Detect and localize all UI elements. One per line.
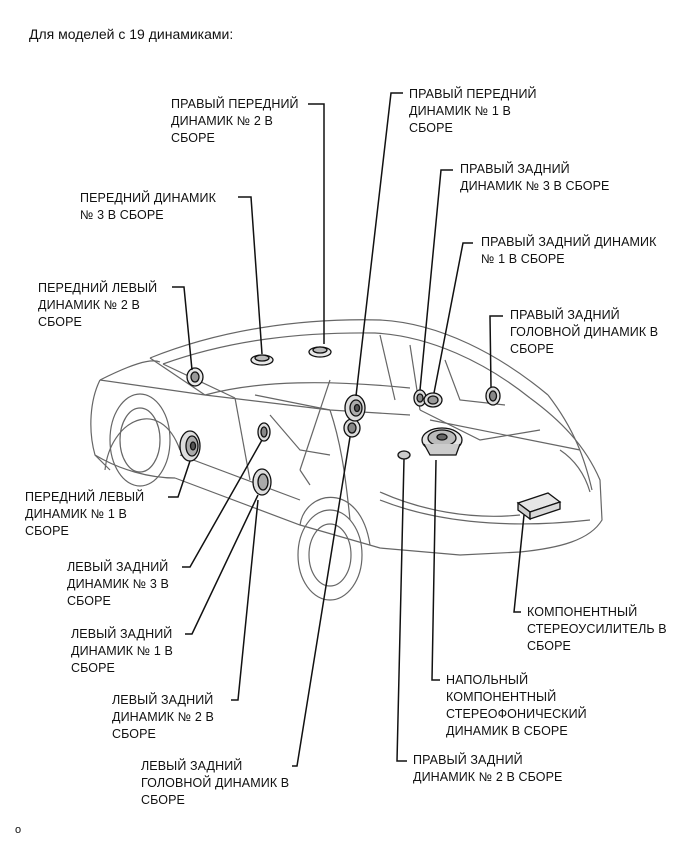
label-front-left-speaker-1: ПЕРЕДНИЙ ЛЕВЫЙ ДИНАМИК № 1 В СБОРЕ (25, 490, 145, 538)
speaker-rear-left-1 (252, 468, 272, 496)
label-rear-right-speaker-2: ПРАВЫЙ ЗАДНИЙ ДИНАМИК № 2 В СБОРЕ (413, 753, 563, 784)
speaker-rear-right-head (485, 386, 501, 406)
label-front-right-speaker-2: ПРАВЫЙ ПЕРЕДНИЙ ДИНАМИК № 2 В СБОРЕ (171, 97, 299, 145)
speaker-front-3 (308, 346, 332, 358)
label-rear-left-speaker-2: ЛЕВЫЙ ЗАДНИЙ ДИНАМИК № 2 В СБОРЕ (112, 693, 214, 741)
footnote-mark: o (15, 824, 22, 836)
leader-lines (168, 92, 525, 767)
speaker-front-right-1 (344, 394, 366, 422)
label-floor-stereo-speaker: НАПОЛЬНЫЙ КОМПОНЕНТНЫЙ СТЕРЕОФОНИЧЕСКИЙ … (446, 673, 587, 738)
label-rear-left-head-speaker: ЛЕВЫЙ ЗАДНИЙ ГОЛОВНОЙ ДИНАМИК В СБОРЕ (141, 759, 290, 807)
speaker-front-left-2 (186, 367, 204, 387)
label-front-right-speaker-1: ПРАВЫЙ ПЕРЕДНИЙ ДИНАМИК № 1 В СБОРЕ (409, 87, 537, 135)
speaker-rear-right-2 (397, 450, 411, 460)
speaker-rear-left-3 (257, 422, 271, 442)
page-title: Для моделей с 19 динамиками: (29, 26, 234, 42)
label-front-speaker-3: ПЕРЕДНИЙ ДИНАМИК № 3 В СБОРЕ (80, 191, 217, 222)
speaker-front-left-1 (179, 430, 201, 462)
speaker-rear-left-head (343, 418, 361, 438)
label-rear-left-speaker-1: ЛЕВЫЙ ЗАДНИЙ ДИНАМИК № 1 В СБОРЕ (71, 627, 173, 675)
label-amplifier: КОМПОНЕНТНЫЙ СТЕРЕОУСИЛИТЕЛЬ В СБОРЕ (527, 605, 667, 653)
label-rear-right-speaker-3: ПРАВЫЙ ЗАДНИЙ ДИНАМИК № 3 В СБОРЕ (460, 162, 610, 193)
label-front-left-speaker-2: ПЕРЕДНИЙ ЛЕВЫЙ ДИНАМИК № 2 В СБОРЕ (38, 281, 158, 329)
label-rear-left-speaker-3: ЛЕВЫЙ ЗАДНИЙ ДИНАМИК № 3 В СБОРЕ (67, 560, 169, 608)
label-rear-right-speaker-1: ПРАВЫЙ ЗАДНИЙ ДИНАМИК № 1 В СБОРЕ (481, 235, 657, 266)
amplifier-unit (516, 492, 562, 521)
speaker-rear-right-1 (423, 392, 443, 408)
label-rear-right-head-speaker: ПРАВЫЙ ЗАДНИЙ ГОЛОВНОЙ ДИНАМИК В СБОРЕ (510, 308, 659, 356)
speaker-floor-stereo (421, 427, 463, 456)
speaker-front-right-2 (250, 354, 274, 366)
